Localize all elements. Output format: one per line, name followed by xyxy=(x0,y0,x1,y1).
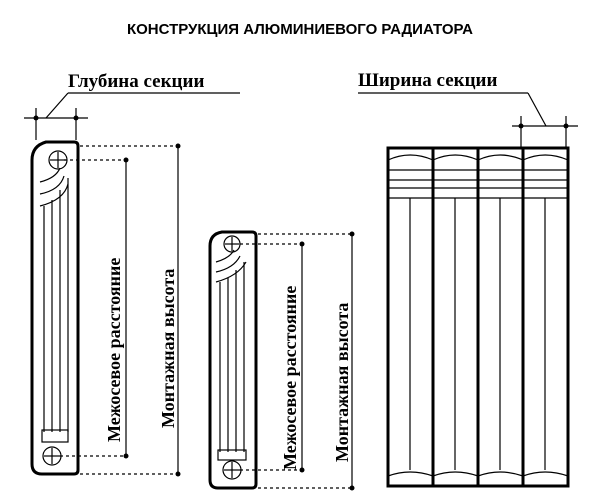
radiator-section-side-tall xyxy=(30,140,80,476)
radiator-section-side-short xyxy=(208,230,258,490)
mount-height-label-2: Монтажная высота xyxy=(332,303,352,462)
axis-distance-dimension-1: Межосевое расстояние xyxy=(60,157,129,459)
depth-label: Глубина секции xyxy=(68,71,204,92)
axis-distance-label-1: Межосевое расстояние xyxy=(104,258,124,442)
mount-height-dimension-2: Монтажная высота xyxy=(258,231,355,491)
mount-height-dimension-1: Монтажная высота xyxy=(80,143,181,477)
width-label: Ширина секции xyxy=(358,70,497,91)
diagram-title: КОНСТРУКЦИЯ АЛЮМИНИЕВОГО РАДИАТОРА xyxy=(127,21,473,38)
mount-height-label-1: Монтажная высота xyxy=(158,269,178,428)
axis-distance-label-2: Межосевое расстояние xyxy=(280,286,300,470)
radiator-front-view xyxy=(386,146,570,488)
axis-distance-dimension-2: Межосевое расстояние xyxy=(240,241,305,473)
width-callout: Ширина секции xyxy=(358,70,578,148)
depth-callout: Глубина секции xyxy=(24,71,240,140)
